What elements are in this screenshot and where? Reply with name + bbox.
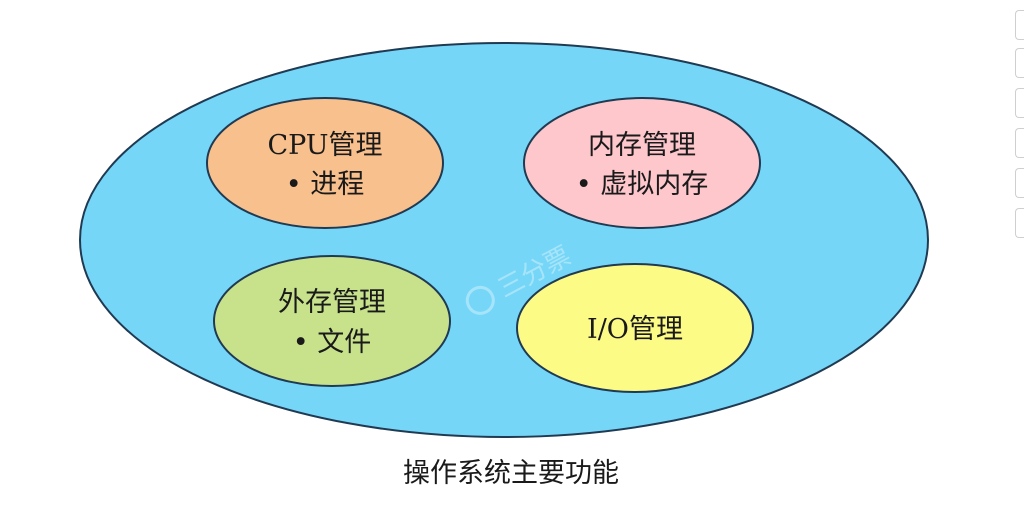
module-memory: 内存管理 • 虚拟内存 [523, 97, 761, 229]
side-tab[interactable] [1015, 208, 1024, 238]
storage-title: 外存管理 [278, 287, 386, 318]
memory-ellipse [523, 97, 761, 229]
storage-ellipse [213, 255, 451, 387]
module-cpu: CPU管理 • 进程 [206, 97, 444, 229]
outer-ellipse [79, 42, 929, 438]
module-storage: 外存管理 • 文件 [213, 255, 451, 387]
side-tab[interactable] [1015, 10, 1024, 40]
chat-bubble-icon [465, 285, 495, 315]
side-tab[interactable] [1015, 128, 1024, 158]
side-tab[interactable] [1015, 48, 1024, 78]
cpu-item: • 进程 [286, 169, 365, 200]
diagram-caption: 操作系统主要功能 [403, 458, 619, 489]
storage-item: • 文件 [293, 327, 372, 358]
cpu-title: CPU管理 [267, 130, 382, 161]
memory-title: 内存管理 [588, 130, 696, 161]
io-title: I/O管理 [587, 314, 683, 345]
cpu-ellipse [206, 97, 444, 229]
module-io: I/O管理 [516, 263, 754, 393]
io-ellipse [516, 263, 754, 393]
side-tab[interactable] [1015, 88, 1024, 118]
memory-item: • 虚拟内存 [576, 169, 709, 200]
side-tab[interactable] [1015, 168, 1024, 198]
